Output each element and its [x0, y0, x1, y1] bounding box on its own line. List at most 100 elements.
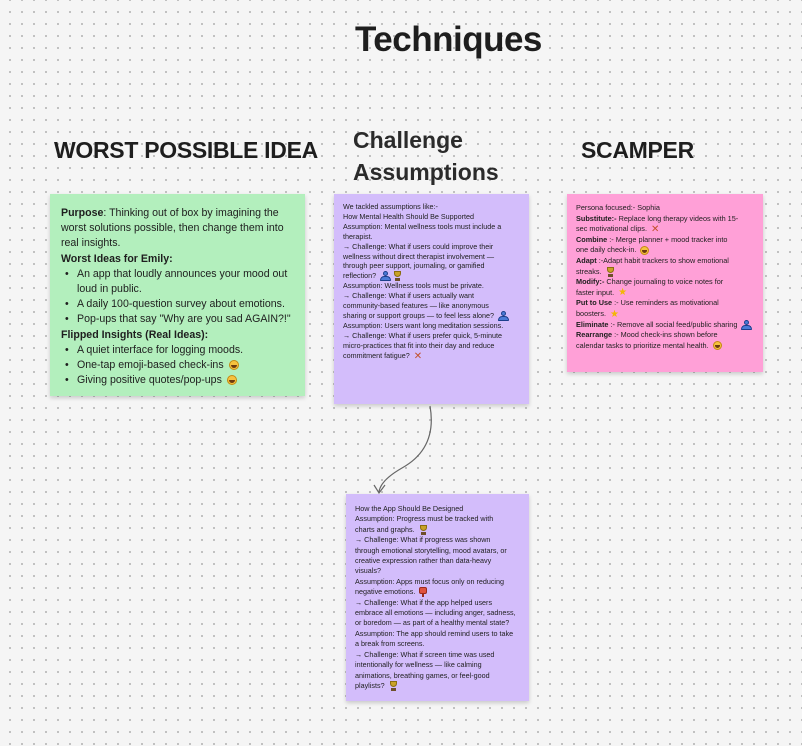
sticky-note-challenge-design[interactable]: How the App Should Be Designed Assumptio…: [346, 494, 529, 701]
scamper-text: Replace long therapy videos with 15-: [616, 213, 739, 223]
list-item: Giving positive quotes/pop-ups: [65, 373, 295, 389]
note-line: through emotional storytelling, mood ava…: [355, 545, 507, 555]
note-line: faster input. ★: [576, 288, 758, 299]
note-line-text: commitment fatigue?: [343, 350, 410, 360]
scamper-text: one daily check-in.: [576, 245, 637, 255]
list-item-text: Giving positive quotes/pop-ups: [77, 374, 222, 387]
trophy-icon: [393, 271, 402, 282]
scamper-label: Adapt: [576, 255, 597, 265]
note-line: animations, breathing games, or feel-goo…: [355, 670, 490, 680]
section-title-challenge-assumptions: Challenge Assumptions: [353, 124, 499, 188]
note-line: → Challenge: What if screen time was use…: [355, 649, 495, 659]
note-line-text: negative emotions.: [355, 587, 416, 597]
purpose-text: worst solutions possible, then change th…: [61, 222, 284, 235]
scamper-text: streaks.: [576, 266, 602, 276]
note-line: Assumption: Users want long meditation s…: [343, 321, 504, 331]
note-line: therapist.: [343, 231, 373, 241]
note-line: → Challenge: What if users actually want: [343, 291, 475, 301]
note-line: through peer support, journaling, or gam…: [343, 261, 485, 271]
cross-mark-icon: ✕: [651, 223, 660, 235]
note-line: sec motivational clips. ✕: [576, 224, 758, 235]
note-line: → Challenge: What if the app helped user…: [355, 597, 493, 607]
scamper-text: :- Use reminders as motivational: [612, 298, 719, 308]
note-line-text: playlists?: [355, 680, 385, 690]
note-line-text: sharing or support groups — to feel less…: [343, 311, 495, 321]
note-line: micro-practices that fit into their day …: [343, 341, 495, 351]
note-line: charts and graphs.: [355, 525, 523, 535]
scamper-combine: Combine :- Merge planner + mood tracker …: [576, 235, 758, 246]
note-line: streaks.: [576, 267, 758, 278]
note-line: We tackled assumptions like:-: [343, 202, 438, 211]
trophy-icon: [389, 681, 398, 691]
note-line: playlists?: [355, 681, 523, 691]
note-line: commitment fatigue? ✕: [343, 351, 522, 361]
list-item: A quiet interface for logging moods.: [65, 343, 295, 358]
scamper-text: Change journaling to voice notes for: [604, 277, 724, 287]
list-item: Pop-ups that say "Why are you sad AGAIN?…: [65, 312, 295, 327]
cross-mark-icon: ✕: [413, 350, 423, 362]
note-line: intentionally for wellness — like calmin…: [355, 660, 482, 670]
star-icon: ★: [618, 287, 628, 299]
person-icon: [741, 319, 753, 330]
list-item-text: An app that loudly announces your mood o…: [77, 267, 288, 280]
note-line: negative emotions.: [355, 587, 523, 598]
scamper-text: :- Merge planner + mood tracker into: [607, 234, 728, 244]
sticky-note-challenge-support[interactable]: We tackled assumptions like:- How Mental…: [334, 194, 529, 404]
note-line: a break from screens.: [355, 639, 425, 649]
note-line: → Challenge: What if progress was shown: [355, 535, 491, 545]
section-title-scamper: SCAMPER: [581, 137, 694, 163]
note-line: embrace all emotions — including anger, …: [355, 608, 516, 618]
flipped-insights-heading: Flipped Insights (Real Ideas):: [61, 328, 209, 341]
scamper-put-to-use: Put to Use :- Use reminders as motivatio…: [576, 298, 758, 309]
grinning-emoji-icon: [226, 375, 237, 386]
star-icon: ★: [610, 308, 620, 320]
note-line: → Challenge: What if users could improve…: [343, 241, 494, 251]
purpose-text: real insights.: [61, 237, 121, 250]
grinning-emoji-icon: [712, 341, 722, 351]
trophy-icon: [419, 524, 428, 535]
sticky-note-scamper[interactable]: Persona focused:- Sophia Substitute:- Re…: [567, 194, 763, 372]
board-title: Techniques: [355, 20, 542, 59]
scamper-substitute: Substitute:- Replace long therapy videos…: [576, 214, 758, 225]
scamper-modify: Modify:- Change journaling to voice note…: [576, 277, 758, 288]
grinning-emoji-icon: [228, 360, 239, 371]
note-line: community-based features — like anonymou…: [343, 301, 489, 311]
scamper-rearrange: Rearrange :- Mood check-ins shown before: [576, 330, 758, 341]
note-line: wellness without direct therapist involv…: [343, 251, 495, 261]
note-line: Assumption: Wellness tools must be priva…: [343, 281, 484, 291]
scamper-label: Eliminate: [576, 319, 609, 329]
sticky-note-worst-idea[interactable]: Purpose: Thinking out of box by imaginin…: [50, 194, 305, 396]
scamper-label: Combine: [576, 234, 608, 244]
scamper-text: :- Mood check-ins shown before: [612, 330, 718, 340]
section-title-line: Assumptions: [353, 159, 499, 185]
scamper-text: boosters.: [576, 308, 607, 318]
note-line: one daily check-in.: [576, 245, 758, 256]
purpose-line: Purpose: Thinking out of box by imaginin…: [61, 206, 295, 221]
section-title-line: Challenge: [353, 127, 463, 153]
note-line: Assumption: Apps must focus only on redu…: [355, 576, 505, 586]
scamper-eliminate: Eliminate :- Remove all social feed/publ…: [576, 320, 758, 331]
pin-icon: [419, 587, 428, 598]
grinning-emoji-icon: [640, 245, 650, 255]
note-line: How Mental Health Should Be Supported: [343, 211, 475, 221]
list-item-text: One-tap emoji-based check-ins: [77, 359, 224, 372]
person-icon: [498, 311, 510, 322]
flipped-insights-list: A quiet interface for logging moods. One…: [61, 343, 295, 389]
note-line: visuals?: [355, 566, 381, 576]
list-item: An app that loudly announces your mood o…: [65, 267, 295, 297]
note-line: Assumption: Mental wellness tools must i…: [343, 221, 502, 231]
note-line: Assumption: Progress must be tracked wit…: [355, 514, 494, 524]
list-item: A daily 100-question survey about emotio…: [65, 297, 295, 312]
worst-ideas-list: An app that loudly announces your mood o…: [61, 267, 295, 328]
note-line: sharing or support groups — to feel less…: [343, 311, 522, 322]
scamper-label: Rearrange: [576, 330, 613, 340]
note-line: or boredom — as part of a healthy mental…: [355, 618, 510, 628]
scamper-text: :- Remove all social feed/public sharing: [608, 319, 738, 329]
scamper-text: faster input.: [576, 287, 615, 297]
scamper-label: Substitute:-: [576, 213, 617, 223]
scamper-text: sec motivational clips.: [576, 224, 647, 234]
note-line-text: reflection?: [343, 271, 377, 281]
purpose-text: : Thinking out of box by imagining the: [103, 207, 279, 219]
note-line: How the App Should Be Designed: [355, 504, 464, 513]
scamper-label: Put to Use: [576, 298, 613, 308]
